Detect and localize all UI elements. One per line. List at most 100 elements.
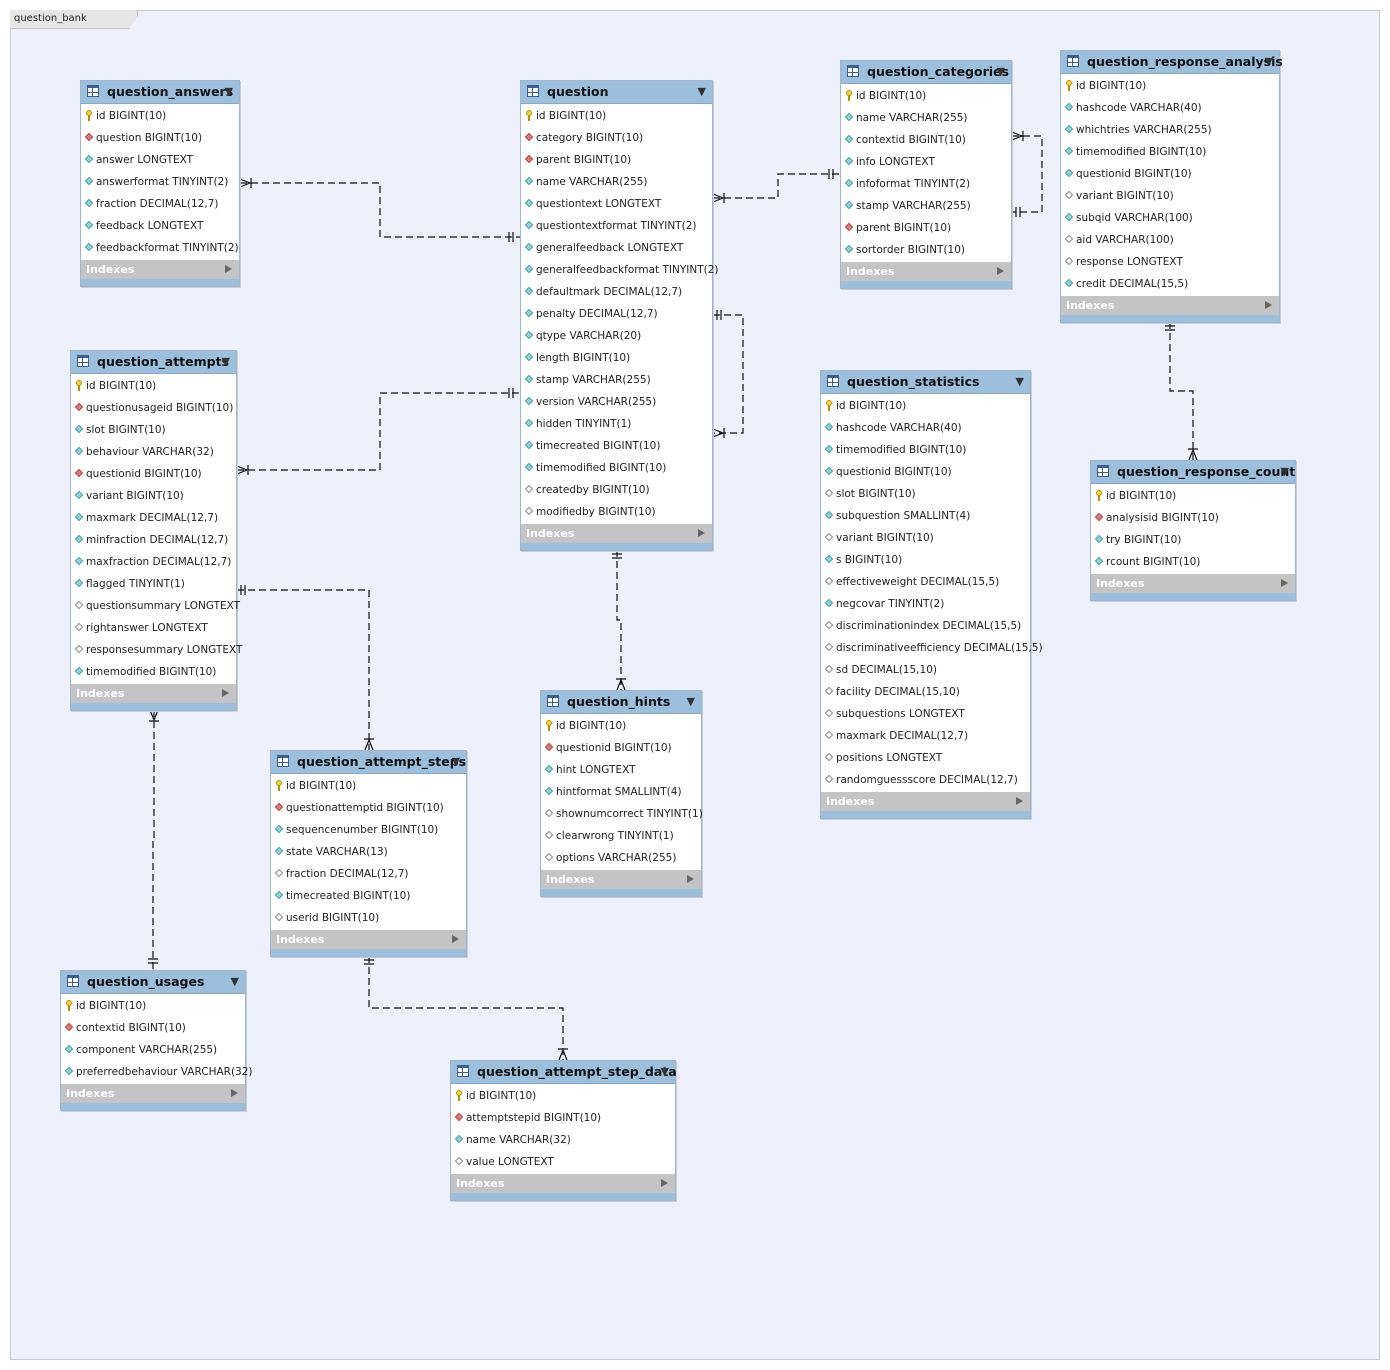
column-row[interactable]: randomguessscore DECIMAL(12,7)	[821, 769, 1030, 791]
column-row[interactable]: hint LONGTEXT	[541, 759, 701, 781]
indexes-section[interactable]: Indexes	[271, 930, 466, 949]
chevron-down-icon[interactable]: ▼	[451, 755, 460, 768]
column-row[interactable]: analysisid BIGINT(10)	[1091, 507, 1295, 529]
column-row[interactable]: qtype VARCHAR(20)	[521, 325, 712, 347]
column-row[interactable]: s BIGINT(10)	[821, 549, 1030, 571]
expand-arrow-icon[interactable]	[1265, 301, 1272, 309]
expand-arrow-icon[interactable]	[231, 1089, 238, 1097]
column-row[interactable]: stamp VARCHAR(255)	[841, 195, 1011, 217]
expand-arrow-icon[interactable]	[225, 265, 232, 273]
column-row[interactable]: id BIGINT(10)	[451, 1085, 675, 1107]
chevron-down-icon[interactable]: ▼	[686, 695, 695, 708]
column-row[interactable]: generalfeedbackformat TINYINT(2)	[521, 259, 719, 281]
table-question[interactable]: question▼id BIGINT(10)category BIGINT(10…	[520, 80, 719, 551]
column-row[interactable]: preferredbehaviour VARCHAR(32)	[61, 1061, 253, 1083]
column-row[interactable]: questionid BIGINT(10)	[71, 463, 236, 485]
expand-arrow-icon[interactable]	[661, 1179, 668, 1187]
column-row[interactable]: id BIGINT(10)	[1061, 75, 1279, 97]
chevron-down-icon[interactable]: ▼	[221, 355, 230, 368]
column-row[interactable]: questiontext LONGTEXT	[521, 193, 712, 215]
column-row[interactable]: timecreated BIGINT(10)	[521, 435, 712, 457]
column-row[interactable]: timemodified BIGINT(10)	[71, 661, 236, 683]
column-row[interactable]: hashcode VARCHAR(40)	[821, 417, 1030, 439]
column-row[interactable]: createdby BIGINT(10)	[521, 479, 712, 501]
column-row[interactable]: credit DECIMAL(15,5)	[1061, 273, 1279, 295]
chevron-down-icon[interactable]: ▼	[1015, 375, 1024, 388]
column-row[interactable]: questionid BIGINT(10)	[1061, 163, 1279, 185]
column-row[interactable]: variant BIGINT(10)	[71, 485, 236, 507]
chevron-down-icon[interactable]: ▼	[996, 65, 1005, 78]
column-row[interactable]: defaultmark DECIMAL(12,7)	[521, 281, 712, 303]
column-row[interactable]: clearwrong TINYINT(1)	[541, 825, 701, 847]
column-row[interactable]: questionattemptid BIGINT(10)	[271, 797, 466, 819]
column-row[interactable]: maxmark DECIMAL(12,7)	[71, 507, 236, 529]
table-question-usages[interactable]: question_usages▼id BIGINT(10)contextid B…	[60, 970, 253, 1111]
column-row[interactable]: userid BIGINT(10)	[271, 907, 466, 929]
column-row[interactable]: infoformat TINYINT(2)	[841, 173, 1011, 195]
column-row[interactable]: attemptstepid BIGINT(10)	[451, 1107, 675, 1129]
chevron-down-icon[interactable]: ▼	[1280, 465, 1289, 478]
table-question-categories[interactable]: question_categories▼id BIGINT(10)name VA…	[840, 60, 1012, 289]
column-row[interactable]: shownumcorrect TINYINT(1)	[541, 803, 703, 825]
chevron-down-icon[interactable]: ▼	[697, 85, 706, 98]
table-question-response-analysis[interactable]: question_response_analysis▼id BIGINT(10)…	[1060, 50, 1283, 323]
column-row[interactable]: slot BIGINT(10)	[71, 419, 236, 441]
column-row[interactable]: questionsummary LONGTEXT	[71, 595, 240, 617]
column-row[interactable]: question BIGINT(10)	[81, 127, 239, 149]
column-row[interactable]: id BIGINT(10)	[271, 775, 466, 797]
table-header[interactable]: question_statistics▼	[821, 371, 1030, 394]
column-row[interactable]: subqid VARCHAR(100)	[1061, 207, 1279, 229]
column-row[interactable]: behaviour VARCHAR(32)	[71, 441, 236, 463]
column-row[interactable]: contextid BIGINT(10)	[841, 129, 1011, 151]
expand-arrow-icon[interactable]	[222, 689, 229, 697]
column-row[interactable]: positions LONGTEXT	[821, 747, 1030, 769]
expand-arrow-icon[interactable]	[452, 935, 459, 943]
indexes-section[interactable]: Indexes	[61, 1084, 245, 1103]
table-header[interactable]: question_answers▼	[81, 81, 239, 104]
column-row[interactable]: hidden TINYINT(1)	[521, 413, 712, 435]
column-row[interactable]: rightanswer LONGTEXT	[71, 617, 236, 639]
column-row[interactable]: name VARCHAR(32)	[451, 1129, 675, 1151]
indexes-section[interactable]: Indexes	[1061, 296, 1279, 315]
column-row[interactable]: sd DECIMAL(15,10)	[821, 659, 1030, 681]
table-question-attempts[interactable]: question_attempts▼id BIGINT(10)questionu…	[70, 350, 242, 711]
table-question-statistics[interactable]: question_statistics▼id BIGINT(10)hashcod…	[820, 370, 1043, 819]
column-row[interactable]: id BIGINT(10)	[81, 105, 239, 127]
table-question-attempt-step-data[interactable]: question_attempt_step_data▼id BIGINT(10)…	[450, 1060, 677, 1201]
table-header[interactable]: question_attempts▼	[71, 351, 236, 374]
column-row[interactable]: name VARCHAR(255)	[521, 171, 712, 193]
column-row[interactable]: facility DECIMAL(15,10)	[821, 681, 1030, 703]
column-row[interactable]: generalfeedback LONGTEXT	[521, 237, 712, 259]
column-row[interactable]: component VARCHAR(255)	[61, 1039, 245, 1061]
table-question-answers[interactable]: question_answers▼id BIGINT(10)question B…	[80, 80, 240, 287]
indexes-section[interactable]: Indexes	[451, 1174, 675, 1193]
table-question-attempt-steps[interactable]: question_attempt_steps▼id BIGINT(10)ques…	[270, 750, 467, 957]
table-header[interactable]: question_response_count▼	[1091, 461, 1295, 484]
column-row[interactable]: questionid BIGINT(10)	[821, 461, 1030, 483]
column-row[interactable]: id BIGINT(10)	[541, 715, 701, 737]
column-row[interactable]: subquestions LONGTEXT	[821, 703, 1030, 725]
column-row[interactable]: response LONGTEXT	[1061, 251, 1279, 273]
column-row[interactable]: length BIGINT(10)	[521, 347, 712, 369]
column-row[interactable]: whichtries VARCHAR(255)	[1061, 119, 1279, 141]
column-row[interactable]: id BIGINT(10)	[841, 85, 1011, 107]
column-row[interactable]: state VARCHAR(13)	[271, 841, 466, 863]
schema-tab[interactable]: question_bank	[10, 10, 138, 29]
column-row[interactable]: questionid BIGINT(10)	[541, 737, 701, 759]
column-row[interactable]: feedback LONGTEXT	[81, 215, 239, 237]
column-row[interactable]: variant BIGINT(10)	[1061, 185, 1279, 207]
column-row[interactable]: parent BIGINT(10)	[521, 149, 712, 171]
column-row[interactable]: penalty DECIMAL(12,7)	[521, 303, 712, 325]
column-row[interactable]: questionusageid BIGINT(10)	[71, 397, 236, 419]
column-row[interactable]: flagged TINYINT(1)	[71, 573, 236, 595]
column-row[interactable]: variant BIGINT(10)	[821, 527, 1030, 549]
column-row[interactable]: answerformat TINYINT(2)	[81, 171, 239, 193]
indexes-section[interactable]: Indexes	[1091, 574, 1295, 593]
column-row[interactable]: parent BIGINT(10)	[841, 217, 1011, 239]
column-row[interactable]: contextid BIGINT(10)	[61, 1017, 245, 1039]
column-row[interactable]: timemodified BIGINT(10)	[1061, 141, 1279, 163]
column-row[interactable]: discriminativeefficiency DECIMAL(15,5)	[821, 637, 1043, 659]
column-row[interactable]: minfraction DECIMAL(12,7)	[71, 529, 236, 551]
column-row[interactable]: id BIGINT(10)	[521, 105, 712, 127]
column-row[interactable]: timecreated BIGINT(10)	[271, 885, 466, 907]
